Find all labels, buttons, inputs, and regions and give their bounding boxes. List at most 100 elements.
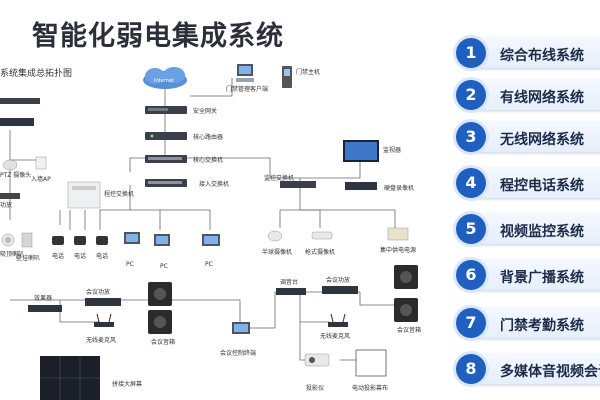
system-item-7[interactable]: 7 门禁考勤系统 xyxy=(444,304,600,342)
system-item-2[interactable]: 2 有线网络系统 xyxy=(444,76,600,114)
pc-icon-2: PC xyxy=(154,234,170,270)
processor-icon: 效果器 xyxy=(28,294,62,312)
wall-speaker-icon: 壁挂喇叭 xyxy=(16,232,40,262)
ceiling-speaker-icon: 吸顶喇叭 xyxy=(0,233,24,258)
nvr-icon: 硬盘录像机 xyxy=(345,182,414,192)
phone-label-3: 电话 xyxy=(96,252,108,260)
systems-list: 1 综合布线系统 2 有线网络系统 3 无线网络系统 4 程控电话系统 5 视频… xyxy=(440,30,600,400)
projector-label: 投影仪 xyxy=(306,384,324,392)
ptz-camera-icon: PTZ 摄像头 xyxy=(0,159,31,179)
access-switch-label: 接入交换机 xyxy=(199,180,229,188)
wireless-mic-label-2: 无线麦克风 xyxy=(320,332,350,340)
projector-icon: 投影仪 xyxy=(304,353,330,392)
door-host-icon: 门禁主机 xyxy=(282,66,320,88)
pc-icon-1: PC xyxy=(124,232,140,268)
system-number-8: 8 xyxy=(456,354,486,384)
conf-speaker-icon-1: 会议音箱 xyxy=(148,282,175,346)
diagram-subtitle: 系统集成总拓扑图 xyxy=(0,69,73,79)
conf-speaker-icon-2: 会议音箱 xyxy=(394,265,421,334)
core-router-label: 核心路由器 xyxy=(193,133,223,141)
system-label-8: 多媒体音视频会议系统 xyxy=(500,364,600,380)
internet-cloud-icon: Internet xyxy=(143,67,187,89)
security-gateway-label: 安全网关 xyxy=(193,107,217,115)
core-switch-icon: 核心交换机 xyxy=(145,155,223,164)
nvr-label: 硬盘录像机 xyxy=(384,184,414,192)
system-number-3: 3 xyxy=(456,122,486,152)
dome-camera-icon: 半球摄像机 xyxy=(262,230,292,256)
wall-speaker-label: 壁挂喇叭 xyxy=(16,254,40,262)
ptz-camera-label: PTZ 摄像头 xyxy=(0,171,31,179)
system-label-4: 程控电话系统 xyxy=(500,178,584,194)
amplifier-icon: 功放 xyxy=(0,193,20,209)
system-label-1: 综合布线系统 xyxy=(500,48,584,64)
dome-camera-label: 半球摄像机 xyxy=(262,248,292,256)
topology-diagram: Internet 安全网关 核心路由器 核心交换机 接入交换机 xyxy=(0,64,421,400)
phone-icon-1: 电话 xyxy=(52,236,64,260)
phone-label-2: 电话 xyxy=(74,252,86,260)
system-label-2: 有线网络系统 xyxy=(500,90,584,106)
system-item-4[interactable]: 4 程控电话系统 xyxy=(444,164,600,202)
system-item-6[interactable]: 6 背景广播系统 xyxy=(444,256,600,294)
system-number-5: 5 xyxy=(456,214,486,244)
system-number-4: 4 xyxy=(456,168,486,198)
access-switch-icon: 接入交换机 xyxy=(145,179,229,188)
projection-screen-label: 电动投影幕布 xyxy=(352,384,388,392)
system-label-6: 背景广播系统 xyxy=(500,270,584,286)
pc-label-3: PC xyxy=(205,261,213,268)
phone-label-1: 电话 xyxy=(52,252,64,260)
entry-ap-icon: 入墙AP xyxy=(31,156,51,183)
system-number-2: 2 xyxy=(456,80,486,110)
monitor-screen-icon: 监视器 xyxy=(343,140,401,162)
conf-terminal-icon: 会议控制终端 xyxy=(220,322,256,357)
conf-mixer-icon: 会议功放 xyxy=(322,276,358,294)
pbx-label: 程控交换机 xyxy=(104,190,134,198)
door-host-label: 门禁主机 xyxy=(296,68,320,76)
pc-icon-3: PC xyxy=(202,234,220,268)
monitor-switch-label: 监控交换机 xyxy=(264,174,294,182)
system-label-5: 视频监控系统 xyxy=(500,224,584,240)
conf-speaker-label-1: 会议音箱 xyxy=(151,338,175,346)
system-item-5[interactable]: 5 视频监控系统 xyxy=(444,210,600,248)
wireless-mic-label-1: 无线麦克风 xyxy=(86,336,116,344)
core-switch-label: 核心交换机 xyxy=(193,156,223,164)
bullet-camera-icon: 枪式摄像机 xyxy=(305,231,335,256)
central-psu-label: 集中供电电源 xyxy=(380,246,416,254)
system-item-1[interactable]: 1 综合布线系统 xyxy=(444,34,600,72)
system-label-7: 门禁考勤系统 xyxy=(500,318,584,334)
amplifier-label: 功放 xyxy=(0,201,12,209)
processor-label: 效果器 xyxy=(34,294,52,302)
pc-label-1: PC xyxy=(126,261,134,268)
conf-speaker-label-2: 会议音箱 xyxy=(397,326,421,334)
wireless-mic-icon-1: 无线麦克风 xyxy=(86,313,116,344)
tuner-label: 调音台 xyxy=(280,278,298,286)
system-item-8[interactable]: 8 多媒体音视频会议系统 xyxy=(444,350,600,388)
pbx-icon: 程控交换机 xyxy=(67,181,134,209)
video-wall-icon: 拼接大屏幕 xyxy=(40,356,142,400)
projection-screen-icon: 电动投影幕布 xyxy=(352,349,388,392)
mixer-icon: 会议功放 xyxy=(85,288,121,306)
video-wall-label: 拼接大屏幕 xyxy=(112,380,142,388)
bullet-camera-label: 枪式摄像机 xyxy=(305,248,335,256)
page-title: 智能化弱电集成系统 xyxy=(32,21,284,52)
internet-label: Internet xyxy=(154,78,174,84)
conf-mixer-label: 会议功放 xyxy=(326,276,350,284)
pc-label-2: PC xyxy=(160,263,168,270)
system-item-3[interactable]: 3 无线网络系统 xyxy=(444,118,600,156)
monitor-screen-label: 监视器 xyxy=(383,146,401,154)
core-router-icon: 核心路由器 xyxy=(145,132,223,141)
security-gateway-icon: 安全网关 xyxy=(145,106,217,115)
system-number-7: 7 xyxy=(456,308,486,338)
door-client-pc-icon: 门禁管理客户端 xyxy=(226,64,268,93)
central-psu-icon: 集中供电电源 xyxy=(380,227,416,254)
system-number-1: 1 xyxy=(456,38,486,68)
wireless-mic-icon-2: 无线麦克风 xyxy=(320,313,350,340)
system-label-3: 无线网络系统 xyxy=(500,132,584,148)
door-client-label: 门禁管理客户端 xyxy=(226,85,268,93)
ceiling-speaker-label: 吸顶喇叭 xyxy=(0,250,24,258)
left-rack-device-icon xyxy=(0,98,40,126)
monitor-switch-icon: 监控交换机 xyxy=(264,174,316,188)
mixer-label: 会议功放 xyxy=(86,288,110,296)
phone-icon-2: 电话 xyxy=(74,236,86,260)
entry-ap-label: 入墙AP xyxy=(31,175,51,183)
